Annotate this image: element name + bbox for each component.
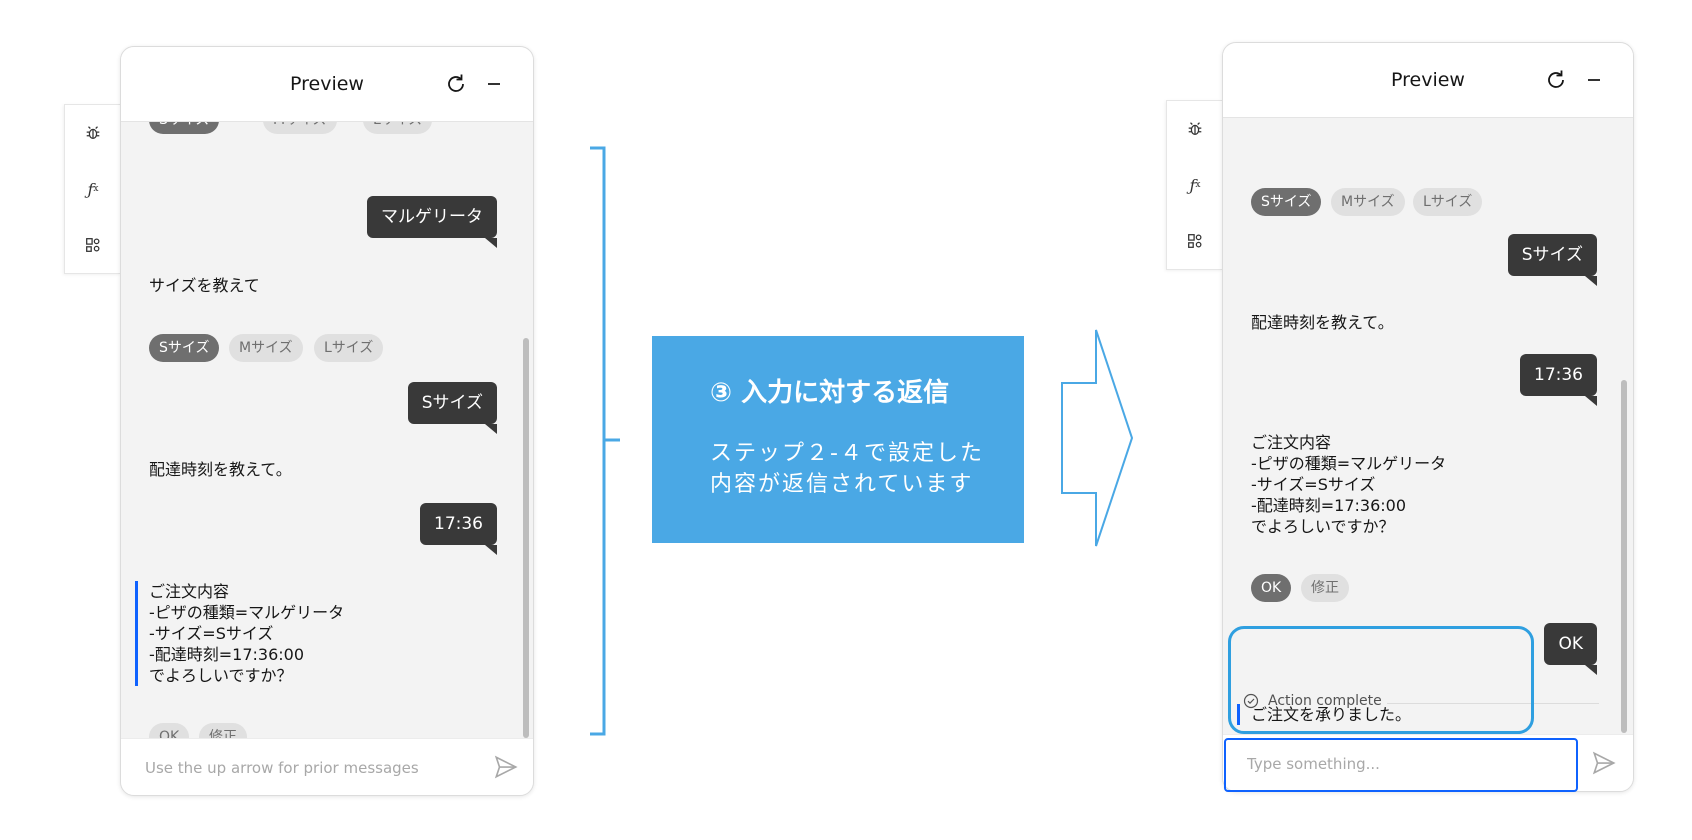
- bracket-connector: [590, 146, 620, 736]
- user-message-size: Sサイズ: [1507, 234, 1598, 286]
- panel-title: Preview: [290, 73, 364, 95]
- send-icon[interactable]: [1591, 750, 1617, 776]
- minimize-icon[interactable]: [1581, 67, 1607, 93]
- chip-size-s[interactable]: Sサイズ: [1251, 188, 1322, 216]
- variables-icon[interactable]: [1183, 229, 1207, 253]
- bug-icon[interactable]: [81, 121, 105, 145]
- input-bar: [1223, 734, 1633, 791]
- panel-title: Preview: [1391, 69, 1465, 91]
- chip-size-m[interactable]: Mサイズ: [263, 122, 337, 134]
- bug-icon[interactable]: [1183, 117, 1207, 141]
- action-status-label: Action complete: [1268, 693, 1382, 709]
- right-arrow-icon: [1061, 329, 1134, 547]
- left-chat-panel: Preview Sサイズ Mサイズ Lサイズ マルゲリータ サイズを教えて Sサ…: [120, 46, 534, 796]
- check-circle-icon: [1243, 693, 1259, 709]
- bot-message-ask-time: 配達時刻を教えて。: [1251, 313, 1394, 332]
- chip-size-l[interactable]: Lサイズ: [363, 122, 433, 134]
- chip-size-s[interactable]: Sサイズ: [149, 122, 220, 134]
- chip-size-l[interactable]: Lサイズ: [1413, 188, 1483, 216]
- bot-message-ask-time: 配達時刻を教えて。: [149, 460, 292, 479]
- scrollbar[interactable]: [1619, 118, 1629, 735]
- chip-ok[interactable]: OK: [1251, 574, 1292, 602]
- input-bar: [121, 738, 533, 795]
- chip-size-m[interactable]: Mサイズ: [1331, 188, 1405, 216]
- user-message-ok: OK: [1544, 623, 1597, 675]
- chip-size-m[interactable]: Mサイズ: [229, 334, 303, 362]
- minimize-icon[interactable]: [481, 71, 507, 97]
- bot-message-summary: ご注文内容 -ピザの種類=マルゲリータ -サイズ=Sサイズ -配達時刻=17:3…: [135, 581, 344, 686]
- bot-message-ask-size: サイズを教えて: [149, 276, 260, 295]
- panel-header: Preview: [121, 47, 533, 122]
- variables-icon[interactable]: [81, 233, 105, 257]
- chip-size-l[interactable]: Lサイズ: [314, 334, 384, 362]
- divider: [1387, 703, 1599, 704]
- annotation-callout: ③ 入力に対する返信 ステップ２-４で設定した 内容が返信されています: [652, 336, 1024, 543]
- message-list: Sサイズ Mサイズ Lサイズ Sサイズ 配達時刻を教えて。 17:36 ご注文内…: [1223, 118, 1633, 734]
- refresh-icon[interactable]: [1543, 67, 1569, 93]
- bot-message-summary: ご注文内容 -ピザの種類=マルゲリータ -サイズ=Sサイズ -配達時刻=17:3…: [1251, 433, 1447, 536]
- scrollbar-thumb[interactable]: [523, 338, 529, 738]
- panel-header: Preview: [1223, 43, 1633, 118]
- refresh-icon[interactable]: [443, 71, 469, 97]
- message-input[interactable]: [1245, 751, 1579, 777]
- scrollbar-thumb[interactable]: [1621, 380, 1627, 733]
- chip-ok[interactable]: OK: [149, 723, 190, 738]
- user-message-time: 17:36: [1520, 354, 1597, 406]
- user-message-pizza: マルゲリータ: [367, 196, 497, 248]
- send-icon[interactable]: [493, 754, 519, 780]
- message-list: Sサイズ Mサイズ Lサイズ マルゲリータ サイズを教えて Sサイズ Mサイズ …: [121, 122, 533, 738]
- callout-title: ③ 入力に対する返信: [710, 378, 950, 408]
- callout-body: ステップ２-４で設定した 内容が返信されています: [710, 441, 984, 497]
- chip-fix[interactable]: 修正: [199, 723, 247, 738]
- message-input[interactable]: [143, 755, 477, 781]
- user-message-time: 17:36: [420, 503, 497, 555]
- right-chat-panel: Preview Sサイズ Mサイズ Lサイズ Sサイズ 配達時刻を教えて。 17…: [1222, 42, 1634, 792]
- user-message-size: Sサイズ: [407, 382, 498, 434]
- scrollbar[interactable]: [521, 122, 531, 739]
- input-focus-outline: [1224, 738, 1578, 792]
- bot-message-final: ご注文を承りました。: [1237, 704, 1411, 725]
- chip-size-s[interactable]: Sサイズ: [149, 334, 220, 362]
- action-status: Action complete: [1243, 693, 1382, 709]
- chip-fix[interactable]: 修正: [1301, 574, 1349, 602]
- highlight-frame: [1228, 626, 1534, 734]
